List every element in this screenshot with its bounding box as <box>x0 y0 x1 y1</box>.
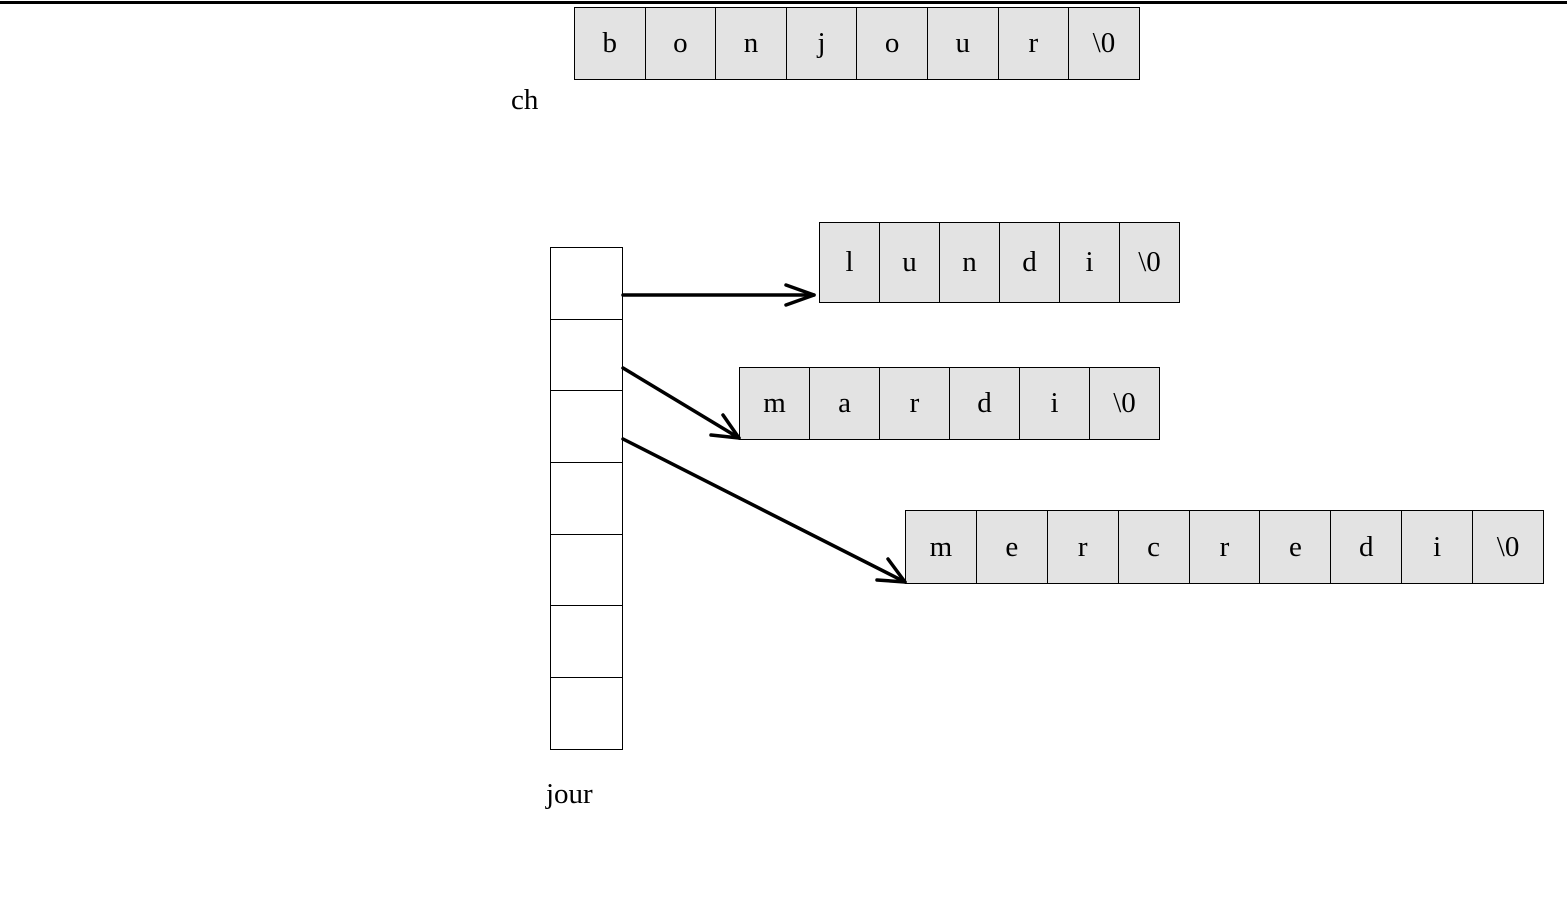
jour-pointer-array <box>550 247 623 750</box>
char-cell: i <box>1401 510 1474 584</box>
ch-char-array: b o n j o u r \0 <box>574 7 1140 80</box>
char-cell-terminator: \0 <box>1119 222 1180 303</box>
char-cell: m <box>905 510 977 584</box>
arrow-to-mercredi <box>621 437 907 584</box>
char-cell: l <box>819 222 880 303</box>
char-cell: j <box>785 7 858 80</box>
char-cell: b <box>574 7 646 80</box>
char-cell: o <box>644 7 717 80</box>
char-cell: n <box>715 7 787 80</box>
pointer-slot-2 <box>550 390 623 464</box>
pointer-slot-6 <box>550 677 623 750</box>
char-cell: c <box>1117 510 1190 584</box>
char-cell: i <box>1019 367 1090 440</box>
char-cell: d <box>1330 510 1403 584</box>
char-cell: o <box>856 7 928 80</box>
char-cell-terminator: \0 <box>1089 367 1160 440</box>
char-cell: u <box>879 222 940 303</box>
char-cell: n <box>939 222 1000 303</box>
arrow-to-lundi <box>621 283 816 307</box>
jour-label: jour <box>546 778 593 810</box>
ch-label: ch <box>511 84 539 116</box>
char-cell: r <box>879 367 950 440</box>
char-cell: i <box>1059 222 1120 303</box>
arrow-to-mardi <box>621 366 741 440</box>
char-cell: u <box>926 7 999 80</box>
pointer-slot-0 <box>550 247 623 320</box>
char-cell: d <box>949 367 1020 440</box>
mercredi-char-array: m e r c r e d i \0 <box>905 510 1545 584</box>
char-cell: d <box>999 222 1060 303</box>
char-cell-terminator: \0 <box>1472 510 1545 584</box>
mardi-char-array: m a r d i \0 <box>739 367 1160 440</box>
pointer-slot-5 <box>550 605 623 679</box>
char-cell: m <box>739 367 810 440</box>
char-cell: r <box>997 7 1070 80</box>
char-cell: a <box>809 367 880 440</box>
pointer-slot-4 <box>550 533 623 607</box>
top-rule <box>0 1 1567 4</box>
char-cell: r <box>1188 510 1261 584</box>
char-cell: e <box>1259 510 1332 584</box>
char-cell-terminator: \0 <box>1068 7 1140 80</box>
char-cell: e <box>975 510 1048 584</box>
lundi-char-array: l u n d i \0 <box>819 222 1180 303</box>
pointer-slot-1 <box>550 318 623 392</box>
pointer-slot-3 <box>550 462 623 535</box>
char-cell: r <box>1046 510 1119 584</box>
